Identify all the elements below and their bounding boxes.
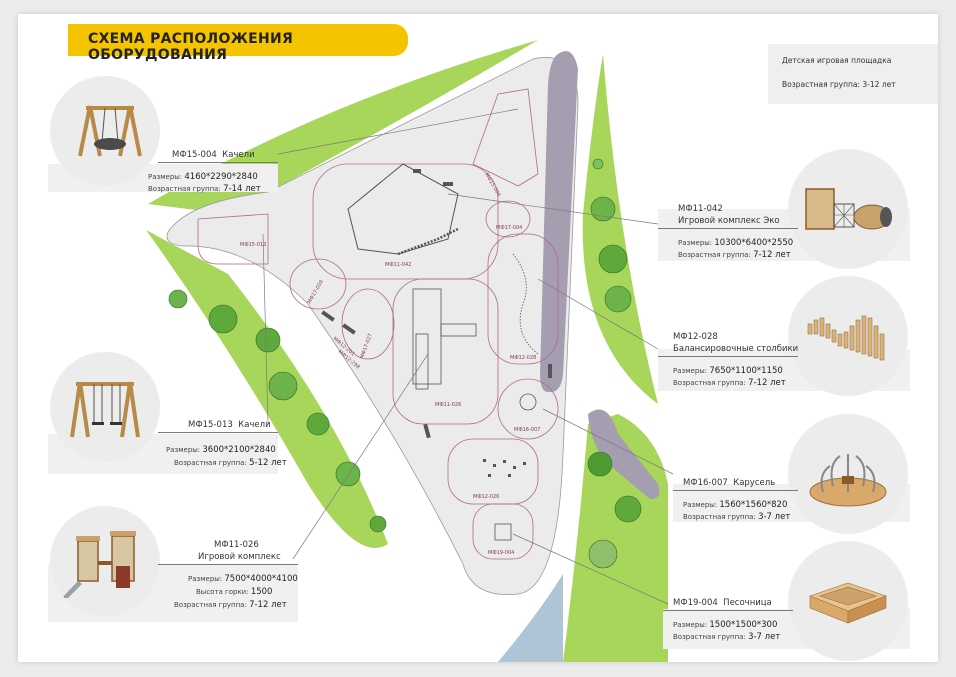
plan-label: МФ12-028	[510, 355, 536, 361]
play-complex-plan	[412, 288, 442, 385]
callout-line-swing1	[277, 108, 519, 155]
card-title: МФ15-013 Качели	[188, 420, 271, 430]
page-title-badge: СХЕМА РАСПОЛОЖЕНИЯ ОБОРУДОВАНИЯ	[68, 24, 408, 63]
tree	[208, 304, 238, 334]
card-size: Размеры: 10300*6400*2550	[678, 238, 794, 248]
card-divider	[158, 564, 298, 565]
eco-complex-bridge	[397, 227, 459, 256]
tree	[335, 461, 361, 487]
water-area	[498, 574, 563, 662]
project-name: Детская игровая площадка	[782, 56, 892, 65]
zone-swing-15-004	[472, 88, 539, 187]
balance-posts-icon	[788, 276, 908, 396]
double-swing-icon	[50, 352, 160, 462]
plan-label: МФ12-026	[473, 494, 499, 500]
callout-line-sandbox	[512, 533, 669, 605]
card-divider	[158, 432, 278, 433]
card-title: МФ11-026	[214, 540, 259, 550]
tree	[614, 495, 642, 523]
carousel-icon	[788, 414, 908, 534]
callout-line-complex1	[292, 353, 429, 560]
card-subtitle: Игровой комплекс	[198, 552, 281, 562]
tree	[268, 371, 298, 401]
card-divider	[673, 490, 798, 491]
zone-17-004	[485, 200, 531, 238]
plan-label: МФ16-007	[514, 427, 540, 433]
tree	[592, 158, 604, 170]
card-subtitle: Балансировочные столбики	[673, 344, 799, 354]
card-age: Возрастная группа: 7-12 лет	[174, 600, 287, 610]
card-title: МФ15-004 Качели	[172, 150, 255, 160]
card-age: Возрастная группа: 3-7 лет	[683, 512, 791, 522]
card-size: Размеры: 4160*2290*2840	[148, 172, 258, 182]
card-slide-height: Высота горки: 1500	[196, 587, 273, 597]
zone-17-009	[289, 258, 347, 310]
zone-balance-posts	[487, 233, 559, 365]
carousel-plan	[519, 393, 537, 411]
project-info-box: Детская игровая площадка Возрастная груп…	[768, 44, 938, 104]
card-divider	[658, 356, 798, 357]
tree	[587, 451, 613, 477]
card-subtitle: Игровой комплекс Эко	[678, 216, 780, 226]
tree	[369, 515, 387, 533]
grass-area-right	[582, 54, 658, 404]
card-size: Размеры: 7500*4000*4100	[188, 574, 298, 584]
card-age: Возрастная группа: 3-7 лет	[673, 632, 781, 642]
plan-label: МФ11-042	[385, 262, 411, 268]
card-size: Размеры: 3600*2100*2840	[166, 445, 276, 455]
card-divider	[663, 610, 793, 611]
tree	[168, 289, 188, 309]
sandbox-icon	[788, 541, 908, 661]
card-title: МФ12-028	[673, 332, 718, 342]
card-age: Возрастная группа: 7-12 лет	[678, 250, 791, 260]
card-age: Возрастная группа: 5-12 лет	[174, 458, 287, 468]
project-age-group: Возрастная группа: 3-12 лет	[782, 80, 896, 89]
zone-17-027	[341, 288, 395, 360]
card-size: Размеры: 1500*1500*300	[673, 620, 778, 630]
card-divider	[658, 228, 798, 229]
plan-label: МФ11-026	[435, 402, 461, 408]
play-tower-icon	[50, 506, 160, 616]
plan-label: МФ15-013	[240, 242, 266, 248]
zone-swing-15-013	[197, 213, 269, 265]
callout-line-swing2	[262, 233, 269, 425]
callout-line-eco	[447, 193, 659, 225]
tree	[604, 285, 632, 313]
card-size: Размеры: 7650*1100*1150	[673, 366, 783, 376]
card-divider	[158, 162, 278, 163]
card-age: Возрастная группа: 7-12 лет	[673, 378, 786, 388]
zone-carousel	[497, 378, 559, 440]
zone-complex-11-026	[392, 278, 499, 425]
page-title: СХЕМА РАСПОЛОЖЕНИЯ ОБОРУДОВАНИЯ	[88, 31, 294, 63]
card-age: Возрастная группа: 7-14 лет	[148, 184, 261, 194]
tree	[306, 412, 330, 436]
tree	[588, 539, 618, 569]
walking-path-lower	[588, 409, 660, 499]
sandbox-plan	[494, 523, 512, 541]
walking-path-main	[540, 51, 578, 393]
callout-line-posts	[537, 278, 659, 350]
zone-sandbox	[472, 503, 534, 560]
plan-label: МФ17-004	[496, 225, 522, 231]
card-title: МФ19-004 Песочница	[673, 598, 772, 608]
plan-label: МФ19-004	[488, 550, 514, 556]
zone-eco-complex	[312, 163, 499, 280]
card-size: Размеры: 1560*1560*820	[683, 500, 788, 510]
card-title: МФ11-042	[678, 204, 723, 214]
card-title: МФ16-007 Карусель	[683, 478, 776, 488]
layout-sheet: МФ15-013 МФ11-042 МФ15-004 МФ17-004 МФ17…	[18, 14, 938, 662]
tree	[255, 327, 281, 353]
tree	[598, 244, 628, 274]
nest-swing-icon	[50, 76, 160, 186]
callout-line-carousel	[542, 408, 674, 475]
eco-complex-outline	[347, 163, 459, 255]
eco-complex-icon	[788, 149, 908, 269]
